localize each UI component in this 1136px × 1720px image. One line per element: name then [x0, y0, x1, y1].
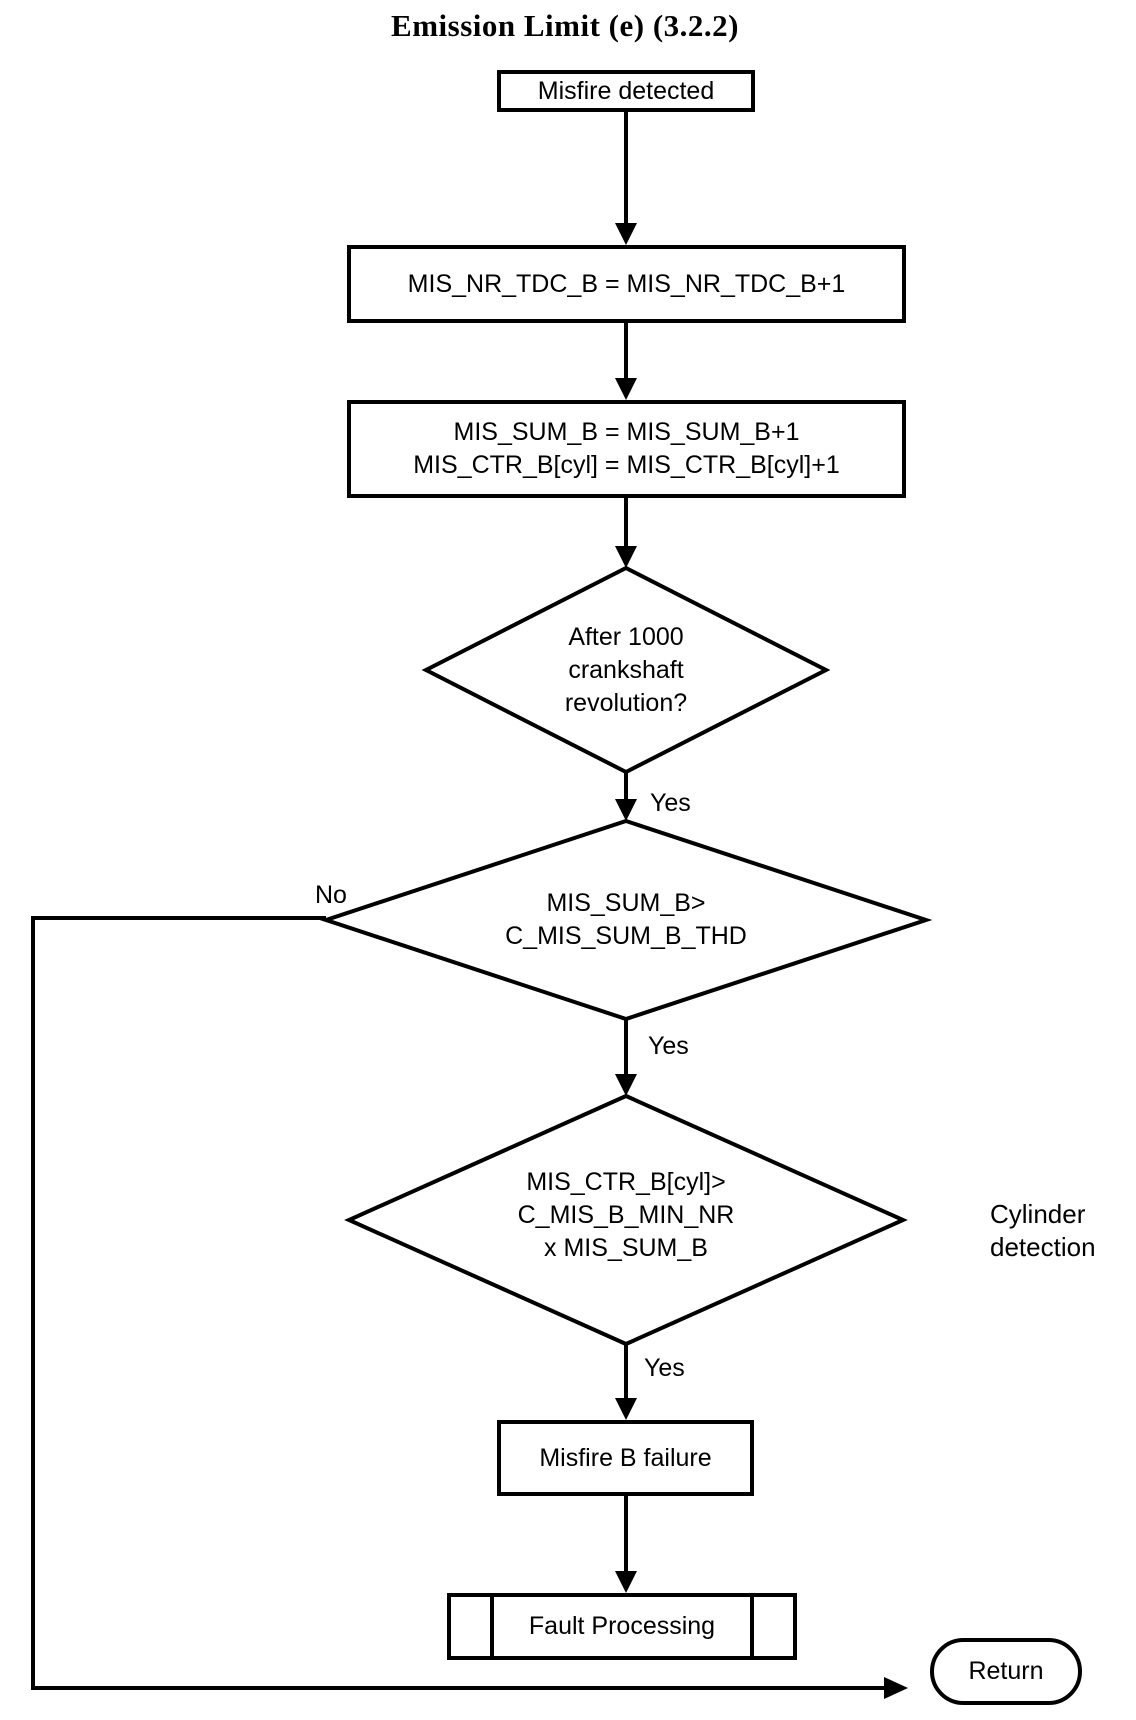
decision3-diamond-outline	[344, 1093, 908, 1347]
edge-label-yes-sum-threshold: Yes	[646, 1032, 691, 1060]
arrowhead-decision3-to-failure	[615, 1398, 637, 1420]
decision-cylinder-threshold: MIS_CTR_B[cyl]> C_MIS_B_MIN_NR x MIS_SUM…	[406, 1166, 846, 1265]
predefined-process-right-bar	[750, 1597, 754, 1656]
start-node-misfire-detected: Misfire detected	[497, 70, 755, 112]
arrowhead-tdc-to-sum	[615, 378, 637, 400]
decision2-diamond-outline	[319, 818, 933, 1022]
arrowhead-decision1-to-decision2	[615, 799, 637, 821]
annotation-cylinder-detection: Cylinder detection	[990, 1198, 1136, 1264]
diagram-title: Emission Limit (e) (3.2.2)	[391, 8, 739, 43]
arrowhead-start-to-tdc	[615, 223, 637, 245]
edge-label-yes-revolutions: Yes	[648, 789, 693, 817]
annotation-cylinder-detection-line2: detection	[990, 1232, 1096, 1262]
decision2-line2: C_MIS_SUM_B_THD	[505, 922, 747, 950]
predefined-process-left-bar	[490, 1597, 494, 1656]
decision3-line1: MIS_CTR_B[cyl]>	[526, 1168, 726, 1196]
arrowhead-decision2-to-decision3	[615, 1074, 637, 1096]
process-sum-increment-line2: MIS_CTR_B[cyl] = MIS_CTR_B[cyl]+1	[413, 451, 840, 479]
arrowhead-return-path	[884, 1677, 908, 1699]
start-node-label: Misfire detected	[537, 76, 715, 105]
decision1-line3: revolution?	[564, 689, 688, 717]
predefined-process-fault-processing: Fault Processing	[447, 1593, 797, 1660]
decision-sum-threshold: MIS_SUM_B> C_MIS_SUM_B_THD	[406, 887, 846, 953]
decision2-line1: MIS_SUM_B>	[546, 889, 706, 917]
edge-no-return-path	[31, 916, 886, 1690]
process-tdc-increment: MIS_NR_TDC_B = MIS_NR_TDC_B+1	[347, 245, 906, 323]
process-sum-increment-line1: MIS_SUM_B = MIS_SUM_B+1	[453, 418, 800, 446]
arrowhead-sum-to-decision1	[615, 546, 637, 568]
process-sum-increment: MIS_SUM_B = MIS_SUM_B+1 MIS_CTR_B[cyl] =…	[347, 400, 906, 498]
decision3-line2: C_MIS_B_MIN_NR	[517, 1201, 735, 1229]
terminator-return-label: Return	[968, 1657, 1044, 1685]
terminator-return: Return	[930, 1638, 1082, 1705]
process-tdc-increment-label: MIS_NR_TDC_B = MIS_NR_TDC_B+1	[407, 269, 846, 298]
decision1-line1: After 1000	[568, 623, 684, 651]
decision-after-1000-revolutions: After 1000 crankshaft revolution?	[476, 621, 776, 720]
decision1-line2: crankshaft	[568, 656, 684, 684]
edge-label-yes-cylinder: Yes	[642, 1354, 687, 1382]
process-misfire-b-failure: Misfire B failure	[497, 1420, 754, 1496]
predefined-process-fault-processing-label: Fault Processing	[528, 1612, 716, 1640]
decision1-diamond-outline	[421, 565, 831, 775]
decision3-line3: x MIS_SUM_B	[544, 1234, 708, 1262]
process-misfire-b-failure-label: Misfire B failure	[539, 1443, 712, 1472]
annotation-cylinder-detection-line1: Cylinder	[990, 1199, 1086, 1229]
arrowhead-failure-to-fault	[615, 1571, 637, 1593]
edge-label-no-sum-threshold: No	[313, 881, 349, 909]
